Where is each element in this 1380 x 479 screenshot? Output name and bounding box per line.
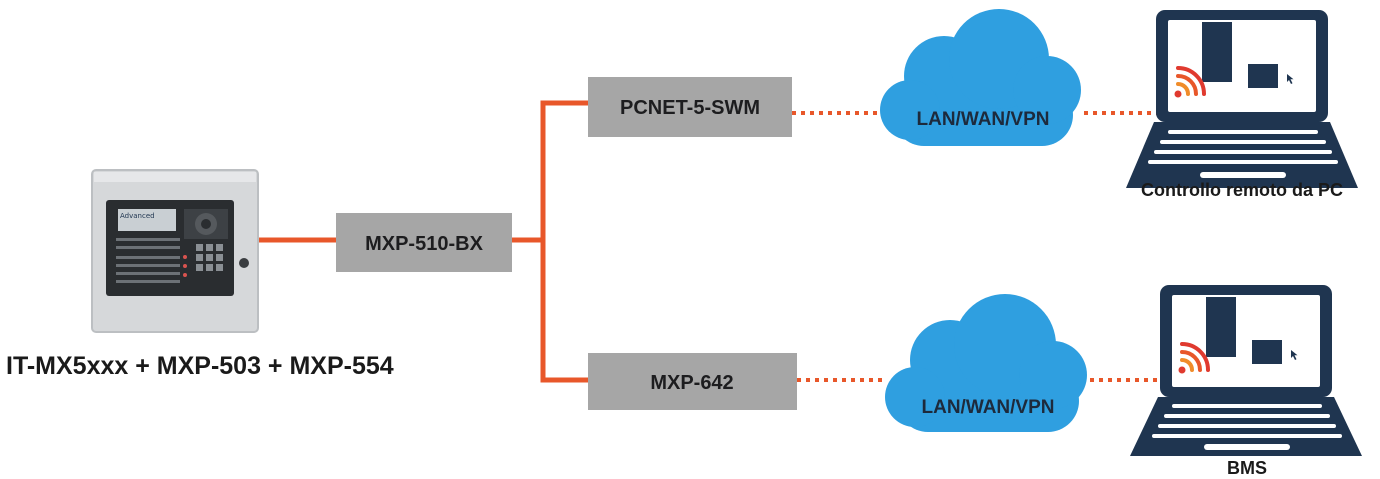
node-mxp-642: MXP-642 xyxy=(588,353,797,410)
panel-display xyxy=(118,209,176,231)
laptop-bottom-screen xyxy=(1172,295,1320,387)
node-mxp-642-label: MXP-642 xyxy=(650,372,733,394)
laptop-top xyxy=(1126,10,1358,188)
trunk-vertical-link xyxy=(540,100,588,383)
laptop-top-keyboard-deck xyxy=(1126,122,1358,188)
cloud-top: LAN/WAN/VPN xyxy=(880,9,1081,146)
laptop-top-screen xyxy=(1168,20,1316,112)
panel-caption: IT-MX5xxx + MXP-503 + MXP-554 xyxy=(6,352,394,380)
wifi-icon xyxy=(1174,66,1206,98)
node-pcnet-5-swm: PCNET-5-SWM xyxy=(588,77,792,137)
cloud-top-label: LAN/WAN/VPN xyxy=(917,109,1050,130)
cloud-bottom: LAN/WAN/VPN xyxy=(885,294,1087,432)
connector-lines xyxy=(258,100,1160,383)
laptop-top-caption: Controllo remoto da PC xyxy=(1141,180,1343,200)
node-pcnet-5-swm-label: PCNET-5-SWM xyxy=(620,97,760,119)
panel-key-lock xyxy=(239,258,249,268)
laptop-bottom-caption: BMS xyxy=(1227,458,1267,478)
panel-brand-text: Advanced xyxy=(120,212,155,220)
cloud-bottom-label: LAN/WAN/VPN xyxy=(922,397,1055,418)
laptop-bottom xyxy=(1130,285,1362,456)
fire-panel: Advanced xyxy=(91,169,259,333)
node-mxp-510-bx: MXP-510-BX xyxy=(336,213,512,272)
wifi-icon xyxy=(1178,342,1210,374)
node-mxp-510-bx-label: MXP-510-BX xyxy=(365,233,483,255)
